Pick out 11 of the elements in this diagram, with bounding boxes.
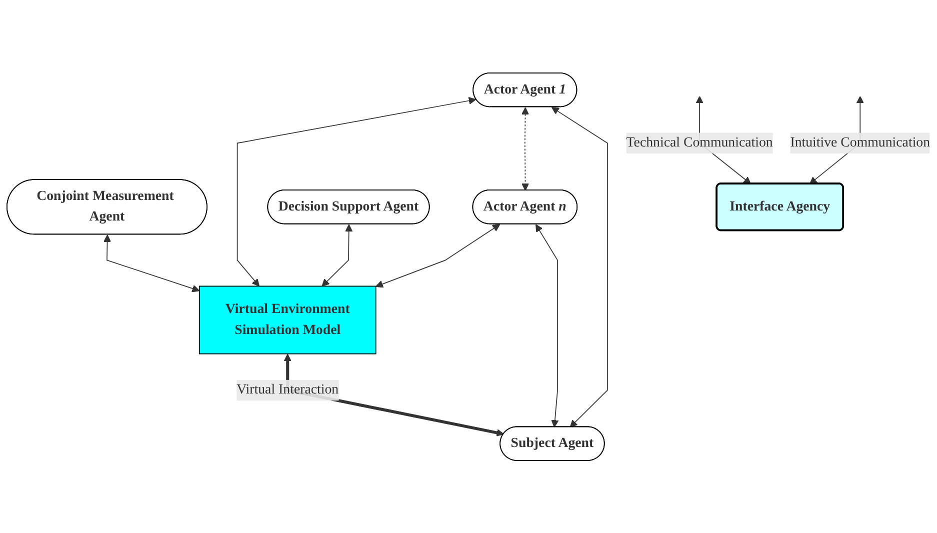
arrow xyxy=(376,224,500,288)
arrow xyxy=(322,224,353,286)
arrow xyxy=(536,224,559,428)
edge-label: Intuitive Communication xyxy=(790,135,930,150)
arrow xyxy=(103,234,200,292)
edge-label: Virtual Interaction xyxy=(236,382,339,397)
edge-label: Technical Communication xyxy=(626,135,773,150)
arrow xyxy=(551,106,608,428)
arrow xyxy=(521,106,530,191)
arrow xyxy=(236,96,476,286)
node-box: Virtual Environment Simulation Model xyxy=(198,286,376,354)
